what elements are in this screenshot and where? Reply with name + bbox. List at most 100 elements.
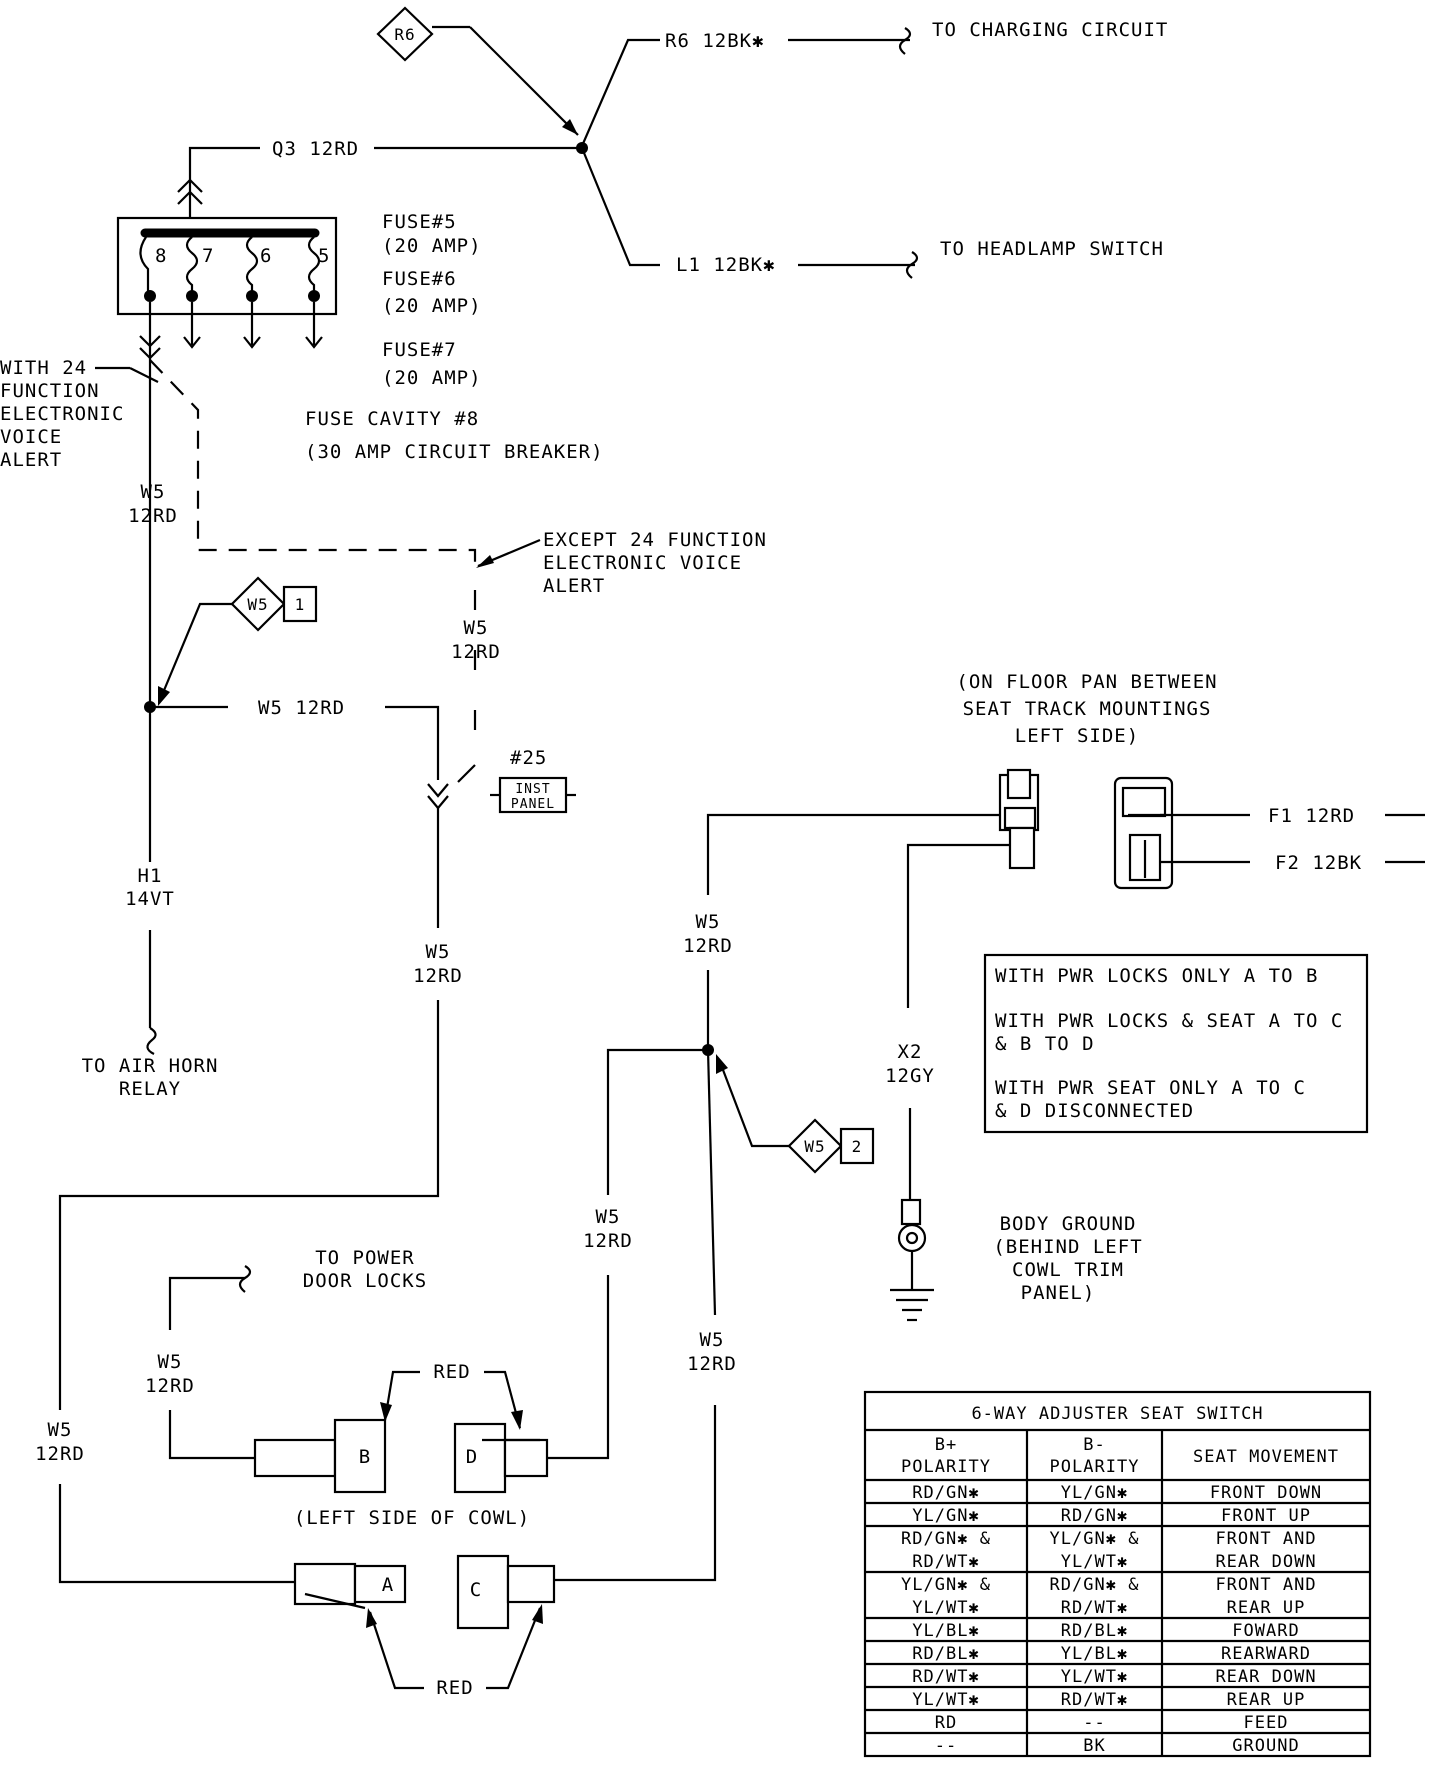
body-ground-symbol (890, 1198, 934, 1322)
seat-table-cell: REAR UP (1227, 1690, 1306, 1710)
q3-conn-a (177, 178, 203, 193)
fuse-cavity-8: 8 (139, 236, 166, 302)
floor-note-1: (ON FLOOR PAN BETWEEN (956, 671, 1217, 693)
seat-table-cell: FEED (1244, 1713, 1289, 1733)
ground-note-4: PANEL) (1021, 1282, 1096, 1304)
svg-text:R6: R6 (394, 25, 415, 44)
seat-table-cell: RD/WT✱ (1061, 1598, 1128, 1618)
red-arrow-c (532, 1604, 543, 1624)
w5-splice-2-tag: W5 2 (787, 1118, 875, 1174)
svg-text:1: 1 (295, 595, 306, 614)
seat-table-cell: GROUND (1232, 1736, 1299, 1756)
fuse-cavity-5: 5 (305, 236, 330, 349)
w5-label-2: W5 (464, 617, 489, 639)
seat-table-cell: FRONT AND (1215, 1575, 1316, 1595)
svg-text:ALERT: ALERT (543, 575, 605, 597)
fuse6-label: FUSE#6 (382, 268, 457, 290)
seat-table-header: SEAT MOVEMENT (1193, 1447, 1339, 1467)
svg-text:6: 6 (260, 245, 272, 267)
seat-table-header: POLARITY (901, 1457, 991, 1477)
w5-splice2-down (706, 1049, 717, 1316)
splice2-arrow (716, 1054, 728, 1074)
seat-table-title: 6-WAY ADJUSTER SEAT SWITCH (971, 1404, 1263, 1424)
gy12-label: 12GY (885, 1065, 935, 1087)
w5-from-c (554, 1405, 717, 1582)
seat-table-cell: -- (935, 1736, 957, 1756)
svg-text:W5: W5 (247, 595, 268, 614)
red-arrow-b (380, 1402, 392, 1422)
seat-table-cell: FRONT AND (1215, 1529, 1316, 1549)
red-leader-a (368, 1611, 424, 1690)
left-cowl-label: (LEFT SIDE OF COWL) (294, 1507, 530, 1529)
h1-break (146, 1027, 157, 1055)
door-lock-break (238, 1265, 252, 1293)
note-3: & B TO D (995, 1033, 1095, 1055)
seat-table-cell: YL/GN✱ (912, 1506, 979, 1526)
red-label-top: RED (433, 1361, 470, 1383)
seat-table-cell: BK (1083, 1736, 1105, 1756)
w5-label-1: W5 (141, 481, 166, 503)
r6-splice-tag: R6 (376, 6, 434, 62)
seat-table-cell: REAR DOWN (1215, 1552, 1316, 1572)
seat-table-cell: -- (1083, 1713, 1105, 1733)
air-horn-label-2: RELAY (119, 1078, 181, 1100)
seat-switch-table: 6-WAY ADJUSTER SEAT SWITCHB+POLARITYB-PO… (863, 1390, 1372, 1758)
note-4: WITH PWR SEAT ONLY A TO C (995, 1077, 1306, 1099)
svg-text:C: C (470, 1579, 482, 1601)
seat-table-cell: RD/WT✱ (1061, 1690, 1128, 1710)
seat-connector-male (998, 768, 1040, 870)
svg-text:ELECTRONIC VOICE: ELECTRONIC VOICE (543, 552, 742, 574)
l1-branch (580, 147, 660, 267)
note-1: WITH PWR LOCKS ONLY A TO B (995, 965, 1318, 987)
rd12-label-5: 12RD (145, 1375, 195, 1397)
red-label-bottom: RED (436, 1677, 473, 1699)
seat-table-cell: REAR DOWN (1215, 1667, 1316, 1687)
seat-table-cell: REARWARD (1221, 1644, 1311, 1664)
ground-note-3: COWL TRIM (1012, 1259, 1124, 1281)
w5-label-3: W5 (426, 941, 451, 963)
svg-text:5: 5 (318, 245, 330, 267)
red-leader-b (383, 1370, 420, 1421)
fuse7-rating: (20 AMP) (382, 367, 482, 389)
svg-text:A: A (382, 1574, 394, 1596)
w5-to-seat-conn (706, 813, 1000, 895)
w5-branch-b (385, 705, 440, 780)
svg-text:VOICE: VOICE (0, 426, 62, 448)
svg-text:INST: INST (515, 782, 550, 797)
svg-text:PANEL: PANEL (511, 797, 555, 812)
r6-diagonal (469, 26, 579, 136)
seat-table-cell: RD/BL✱ (912, 1644, 979, 1664)
except24-label: EXCEPT 24 FUNCTION ELECTRONIC VOICE ALER… (543, 529, 766, 597)
svg-text:ALERT: ALERT (0, 449, 62, 471)
cowl-connector-d: D (453, 1422, 549, 1494)
rd12-label-3: 12RD (413, 965, 463, 987)
rd12-label-6: 12RD (683, 935, 733, 957)
w5-to-a (58, 1000, 440, 1410)
seat-table-cell: RD/GN✱ & (1050, 1575, 1140, 1595)
seat-table-cell: YL/BL✱ (912, 1621, 979, 1641)
rd12-label-8: 12RD (687, 1353, 737, 1375)
seat-table-cell: RD/WT✱ (912, 1667, 979, 1687)
fuse5-label: FUSE#5 (382, 211, 457, 233)
door-locks-label-2: DOOR LOCKS (303, 1270, 427, 1292)
notes-box (983, 953, 1369, 1134)
cavity8-rating: (30 AMP CIRCUIT BREAKER) (305, 441, 604, 463)
seat-table-cell: RD/GN✱ (1061, 1506, 1128, 1526)
seat-table-header: B+ (935, 1435, 957, 1455)
note-5: & D DISCONNECTED (995, 1100, 1194, 1122)
fuse5-rating: (20 AMP) (382, 235, 482, 257)
air-horn-label-1: TO AIR HORN (82, 1055, 219, 1077)
with24-leader-b (129, 367, 159, 383)
w5-splice2-left (606, 1048, 708, 1195)
seat-table-frame (863, 1390, 1372, 1758)
splice1-arrow (158, 686, 170, 706)
seat-table-cell: YL/WT✱ (912, 1598, 979, 1618)
red-arrow-a (366, 1608, 377, 1628)
svg-text:FUNCTION: FUNCTION (0, 380, 100, 402)
svg-text:D: D (466, 1446, 478, 1468)
cowl-connector-a: A (293, 1562, 407, 1610)
fuse6-rating: (20 AMP) (382, 295, 482, 317)
q3-wire-label: Q3 12RD (272, 138, 359, 160)
r6-break (898, 27, 912, 55)
